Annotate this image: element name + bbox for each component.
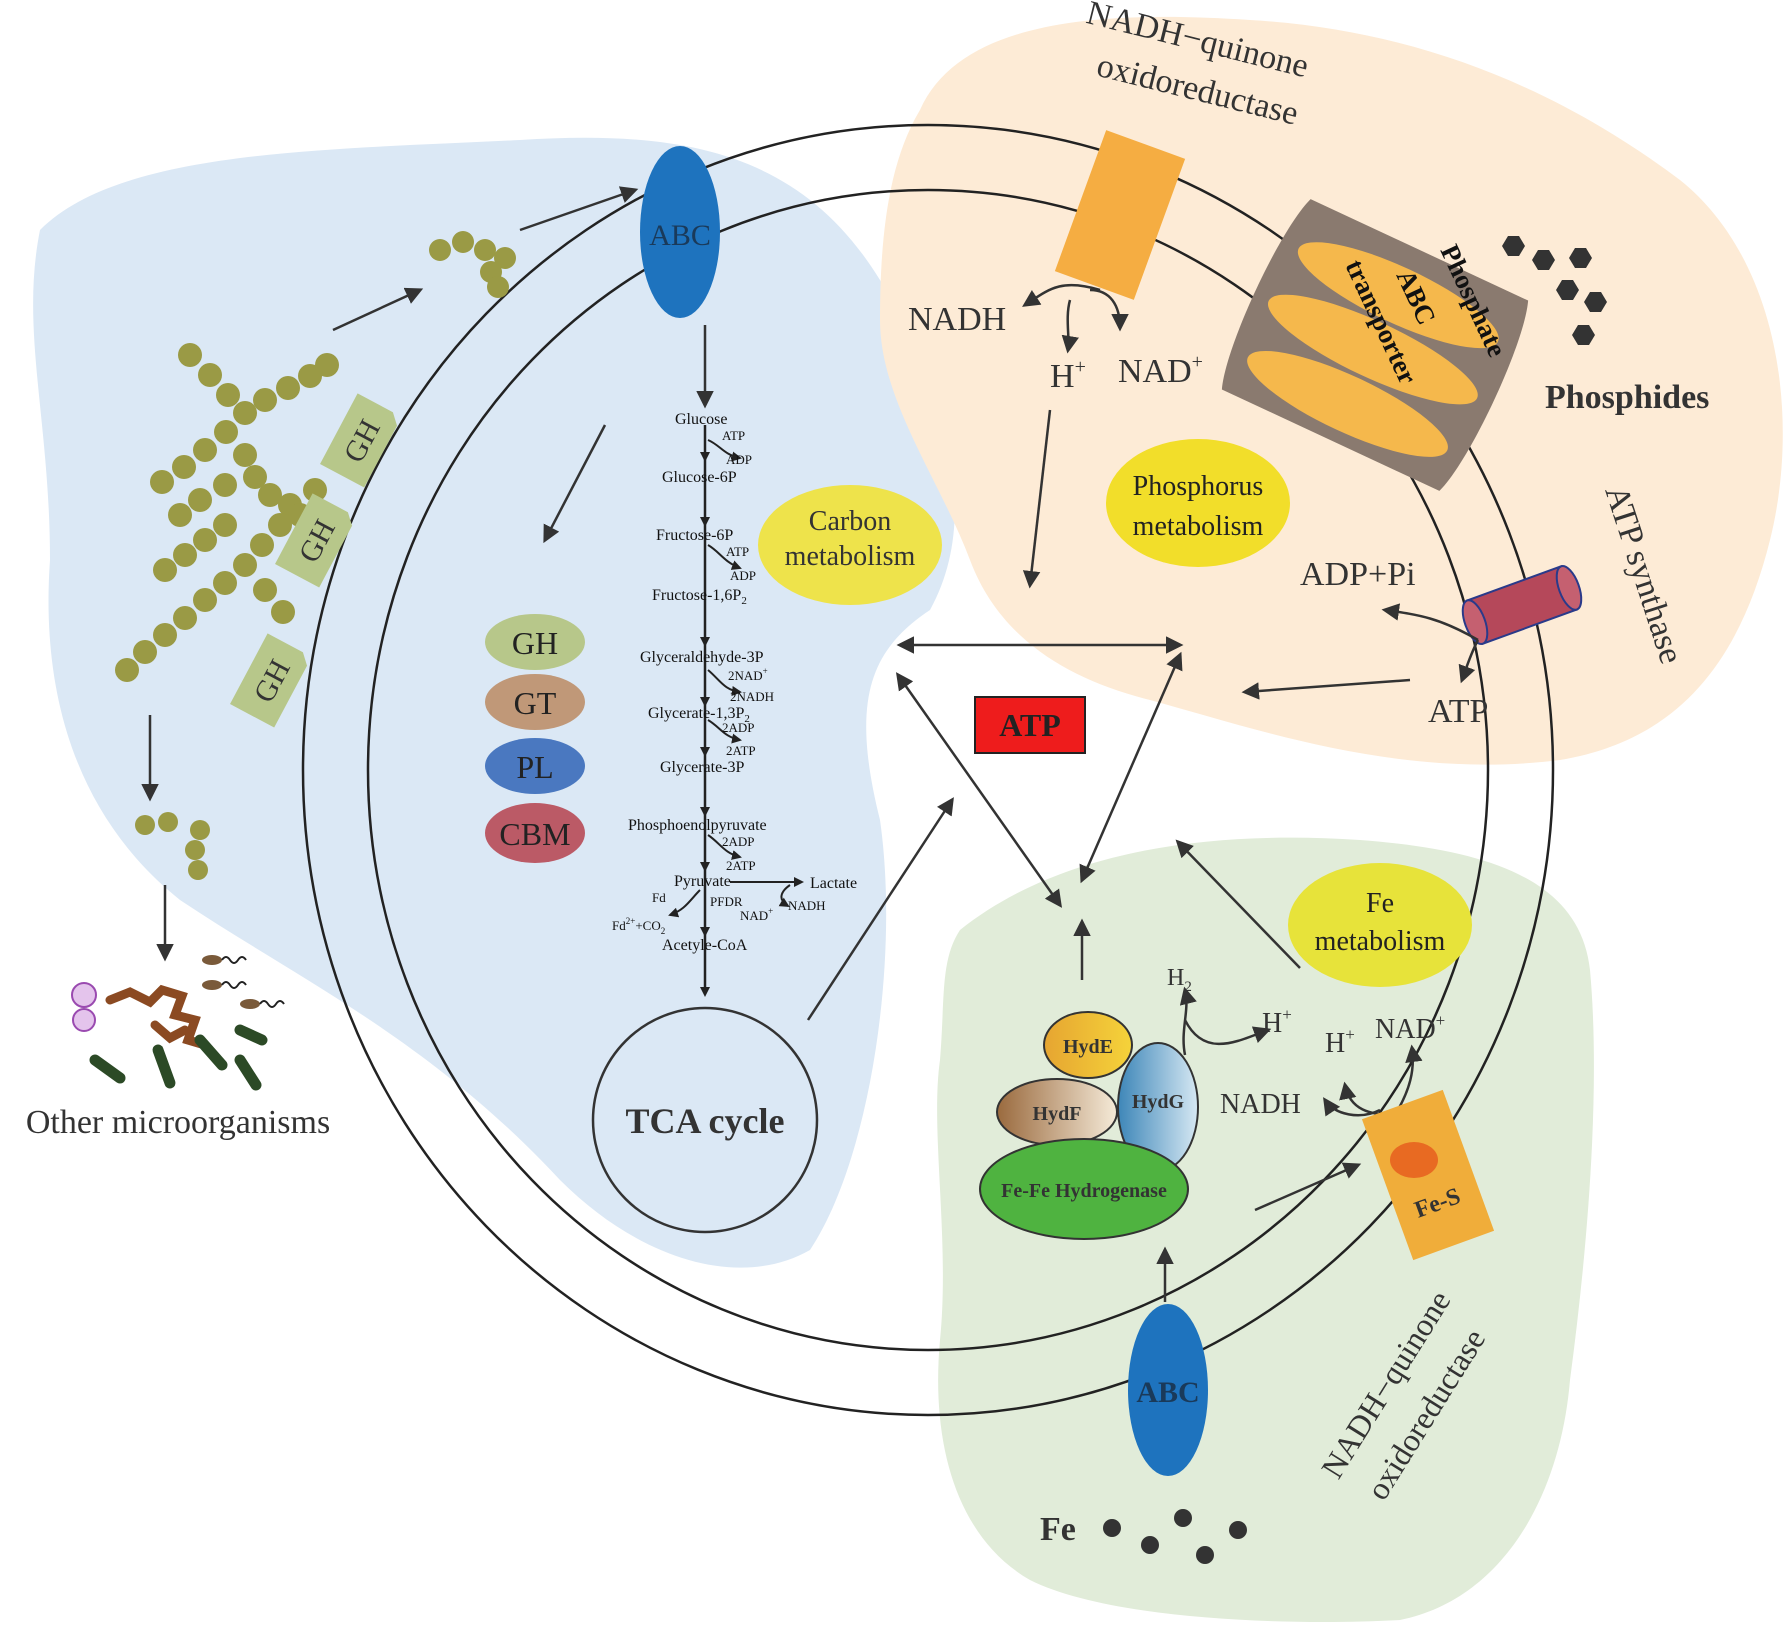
glycerate-3p: Glycerate-3P [660, 759, 745, 776]
glyc-2nad: 2NAD+ [728, 666, 768, 683]
glyceraldehyde-3p: Glyceraldehyde-3P [640, 649, 764, 666]
fe-metabolism-label-2: metabolism [1315, 926, 1446, 957]
glucose: Glucose [675, 411, 727, 428]
fe-nadh: NADH [1220, 1089, 1301, 1120]
adp-pi-label: ADP+Pi [1300, 556, 1416, 593]
cazy-gh: GH [512, 625, 558, 661]
top-nadh-arrows [1022, 283, 1129, 589]
glyc-nad-plus: NAD+ [740, 906, 773, 923]
fe-h2: H2 [1167, 965, 1192, 995]
phosphides-label: Phosphides [1545, 379, 1709, 416]
glyc-2adp-1: 2ADP [722, 720, 755, 735]
released-sugars [135, 812, 210, 880]
carbon-metabolism-label-1: Carbon [809, 506, 891, 537]
abc-transporter-fe [1128, 1304, 1208, 1476]
hyde-label: HydE [1063, 1036, 1113, 1058]
phosphoenolpyruvate: Phosphoenolpyruvate [628, 817, 767, 834]
phosphorus-metabolism-label-1: Phosphorus [1133, 471, 1264, 502]
fd: Fd [652, 890, 666, 905]
fe-nad-plus: NAD+ [1375, 1011, 1445, 1045]
gh-tag-3: GH [230, 633, 308, 728]
atp-center-label: ATP [999, 707, 1061, 743]
lactate: Lactate [810, 875, 857, 892]
glyc-adp-1: ADP [726, 452, 752, 467]
phosphate-abc-transporter [1221, 199, 1529, 491]
cazy-pl: PL [516, 749, 553, 785]
carbon-metabolism-oval [758, 485, 942, 605]
glyc-2atp-1: 2ATP [726, 743, 756, 758]
gh-tag-1: GH [320, 393, 398, 488]
hydg-label: HydG [1132, 1091, 1185, 1113]
fe-metabolism-oval [1288, 863, 1472, 987]
acetyl-coa: Acetyle-CoA [662, 937, 748, 954]
glyc-nadh: NADH [788, 898, 826, 913]
polysaccharide-chains [115, 343, 339, 682]
glyc-2adp-2: 2ADP [722, 834, 755, 849]
glycerate-13p: Glycerate-1,3P2 [648, 705, 750, 725]
cazy-gt: GT [514, 685, 557, 721]
hydf-label: HydF [1033, 1103, 1082, 1125]
top-h-plus: H+ [1050, 356, 1086, 395]
hyde [1043, 1011, 1133, 1079]
fe-arrows [1149, 986, 1423, 1302]
fe-s-cluster [1390, 1142, 1438, 1178]
oligosaccharides [429, 231, 516, 298]
phosphide-particles [1502, 236, 1607, 345]
pfdr: PFDR [710, 894, 743, 909]
inner-membrane [366, 188, 1490, 1352]
fe-metabolism-label-1: Fe [1366, 888, 1394, 919]
outer-membrane [301, 123, 1555, 1417]
fe-h-plus-2: H+ [1325, 1025, 1355, 1059]
glyc-atp-1: ATP [722, 428, 745, 443]
cazy-cbm: CBM [499, 816, 570, 852]
atp-box [974, 696, 1086, 754]
tca-label: TCA cycle [626, 1101, 785, 1141]
carbon-metabolism-label-2: metabolism [785, 541, 916, 572]
atp-synthase-arrows [1241, 603, 1480, 700]
glucose-6p: Glucose-6P [662, 469, 737, 486]
phosphorus-metabolism-label-2: metabolism [1133, 511, 1264, 542]
fd2-co2: Fd2++CO2 [612, 916, 665, 936]
gh-tag-2: GH [275, 493, 353, 588]
fe-fe-hydrogenase [979, 1138, 1189, 1240]
fructose-6p: Fructose-6P [656, 527, 733, 544]
fe-s-oxidoreductase [1361, 1089, 1495, 1261]
pyruvate: Pyruvate [674, 873, 731, 890]
microorganisms-icon [71, 955, 285, 1091]
fe-h-plus-1: H+ [1262, 1005, 1292, 1039]
cazy-families: GH GT PL CBM [485, 614, 585, 863]
fe-label: Fe [1040, 1511, 1076, 1548]
phosphorus-metabolism-oval [1106, 439, 1290, 567]
top-nadh-oxidoreductase [1054, 130, 1186, 300]
glyc-adp-2: ADP [730, 568, 756, 583]
atp-synthase [1461, 565, 1583, 645]
synthase-atp-label: ATP [1428, 693, 1488, 730]
atp-triangle-arrows [806, 636, 1301, 1021]
glycolysis-pathway: Glucose ATP ADP Glucose-6P Fructose-6P A… [612, 411, 857, 997]
tca-cycle [591, 1006, 819, 1234]
abc-transporter-carbon [640, 146, 720, 318]
abc-carbon-label: ABC [649, 219, 711, 252]
glyc-2nadh: 2NADH [730, 689, 774, 704]
abc-fe-label: ABC [1136, 1376, 1199, 1409]
fe-particles [1103, 1509, 1247, 1564]
glyc-atp-2: ATP [726, 544, 749, 559]
glyc-2atp-2: 2ATP [726, 858, 756, 873]
other-microorganisms-label: Other microorganisms [26, 1104, 330, 1141]
fe-fe-hydrogenase-label: Fe-Fe Hydrogenase [1001, 1180, 1167, 1202]
top-nad-plus: NAD+ [1118, 351, 1203, 390]
fructose-16p: Fructose-1,6P2 [652, 587, 747, 607]
top-nadh: NADH [908, 301, 1006, 338]
carbon-arrows [141, 186, 714, 962]
